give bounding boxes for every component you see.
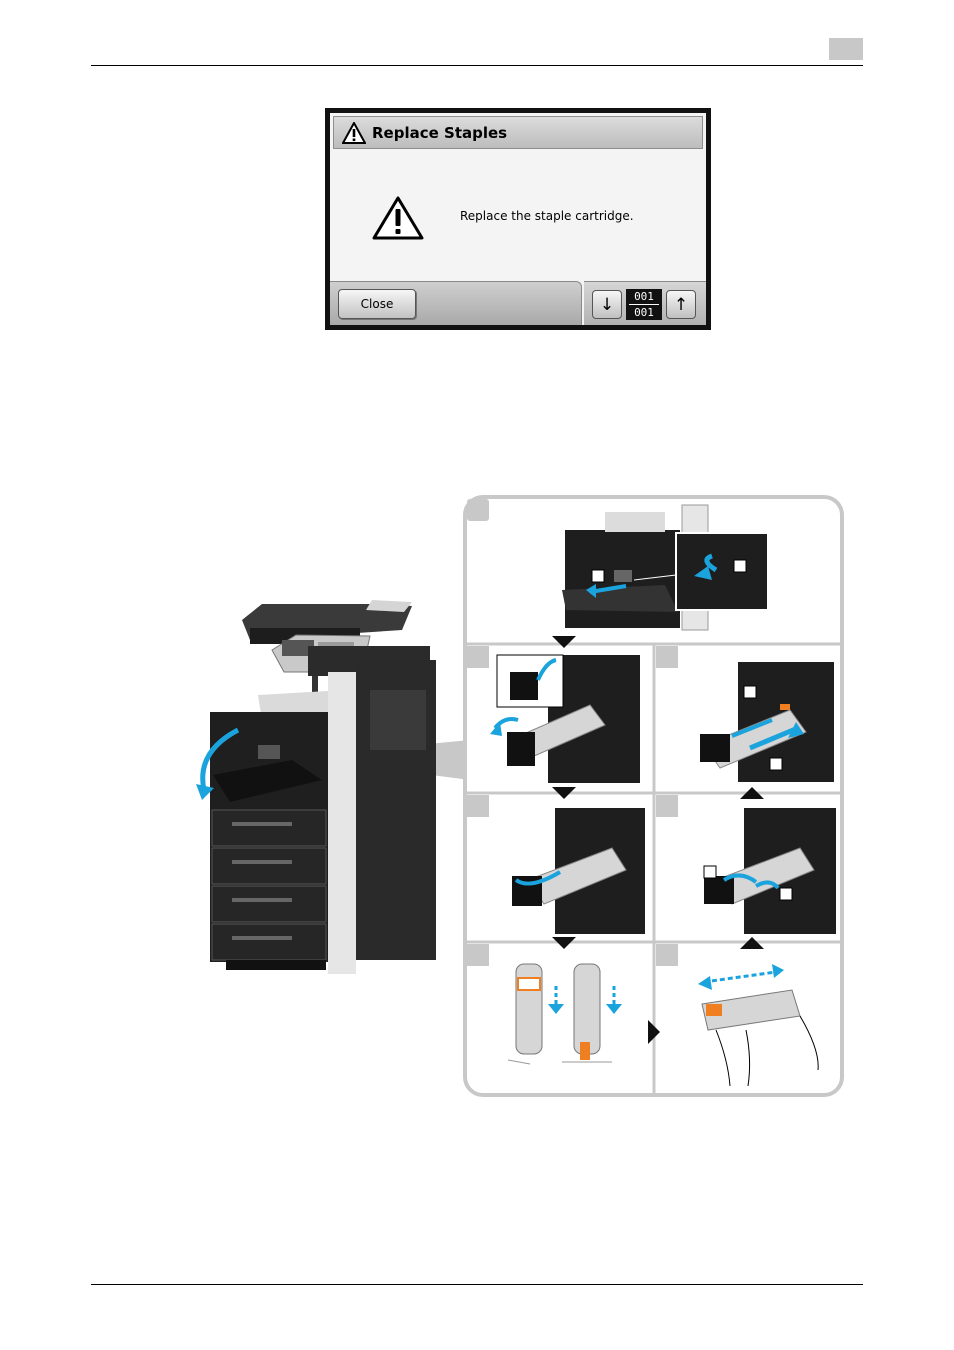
- footer-rule: [91, 1284, 863, 1285]
- step-2-illustration: [490, 655, 640, 783]
- mfp-machine: [196, 600, 436, 974]
